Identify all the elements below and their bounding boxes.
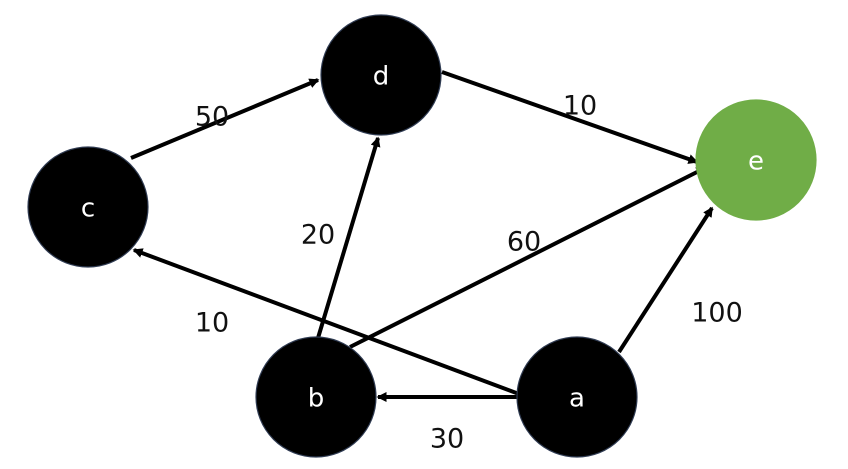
node-c-circle	[27, 146, 149, 268]
edge-a-to-e	[617, 206, 714, 354]
edge-weight-b-to-d: 20	[301, 220, 335, 251]
edge-a-to-c	[132, 248, 520, 396]
edge-b-to-d	[316, 136, 381, 339]
edge-weight-a-to-b: 30	[430, 424, 464, 455]
edge-weight-d-to-e: 10	[563, 91, 597, 122]
edge-weight-a-to-c: 10	[195, 308, 229, 339]
node-b-circle	[255, 336, 377, 458]
node-d-label: d	[373, 62, 390, 92]
edge-d-to-e	[441, 70, 699, 164]
edge-weight-a-to-e: 100	[691, 298, 743, 329]
node-c-label: c	[81, 194, 95, 224]
node-d: d	[320, 14, 442, 136]
node-e-label: e	[748, 147, 764, 177]
node-d-circle	[320, 14, 442, 136]
node-b: b	[255, 336, 377, 458]
node-a-circle	[516, 336, 638, 458]
edge-weight-b-to-e: 60	[507, 227, 541, 258]
node-e: e	[695, 99, 817, 221]
node-a: a	[516, 336, 638, 458]
node-a-label: a	[569, 384, 585, 414]
node-e-circle	[695, 99, 817, 221]
edge-weight-c-to-d: 50	[195, 102, 229, 133]
node-b-label: b	[308, 384, 325, 414]
edge-b-to-e	[349, 166, 707, 349]
node-c: c	[27, 146, 149, 268]
edge-c-to-d	[130, 78, 320, 160]
